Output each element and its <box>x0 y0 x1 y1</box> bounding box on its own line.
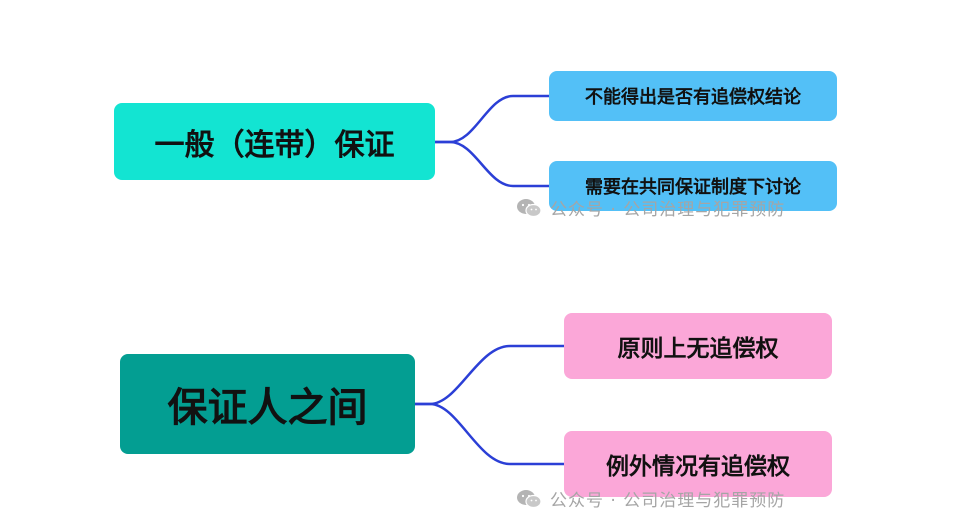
child-node-no-recourse-in-principle: 原则上无追偿权 <box>564 313 832 379</box>
root-node-label: 保证人之间 <box>167 385 368 431</box>
child-node-label: 原则上无追偿权 <box>617 336 779 362</box>
connector-root1-child2 <box>435 140 549 188</box>
watermark-text: 公众号 · 公司治理与犯罪预防 <box>550 491 786 511</box>
child-node-label: 不能得出是否有追偿权结论 <box>585 87 801 108</box>
child-node-label: 需要在共同保证制度下讨论 <box>585 177 801 198</box>
wechat-icon <box>517 198 542 217</box>
root-node-between-guarantors: 保证人之间 <box>120 354 415 454</box>
root-node-label: 一般（连带）保证 <box>154 127 395 163</box>
child-node-recourse-in-exceptions: 例外情况有追偿权 <box>564 431 832 497</box>
wechat-icon <box>517 489 542 508</box>
child-node-label: 例外情况有追偿权 <box>606 454 790 480</box>
watermark: 公众号 · 公司治理与犯罪预防 <box>516 486 785 511</box>
watermark: 公众号 · 公司治理与犯罪预防 <box>516 195 785 220</box>
connector-root2-child1 <box>415 344 564 406</box>
connector-root1-child1 <box>435 94 549 144</box>
root-node-general-guarantee: 一般（连带）保证 <box>114 103 435 180</box>
watermark-text: 公众号 · 公司治理与犯罪预防 <box>550 200 786 220</box>
child-node-no-conclusion: 不能得出是否有追偿权结论 <box>549 71 837 121</box>
connector-root2-child2 <box>415 402 564 466</box>
child-node-joint-guarantee-discussion: 需要在共同保证制度下讨论 <box>549 161 837 211</box>
